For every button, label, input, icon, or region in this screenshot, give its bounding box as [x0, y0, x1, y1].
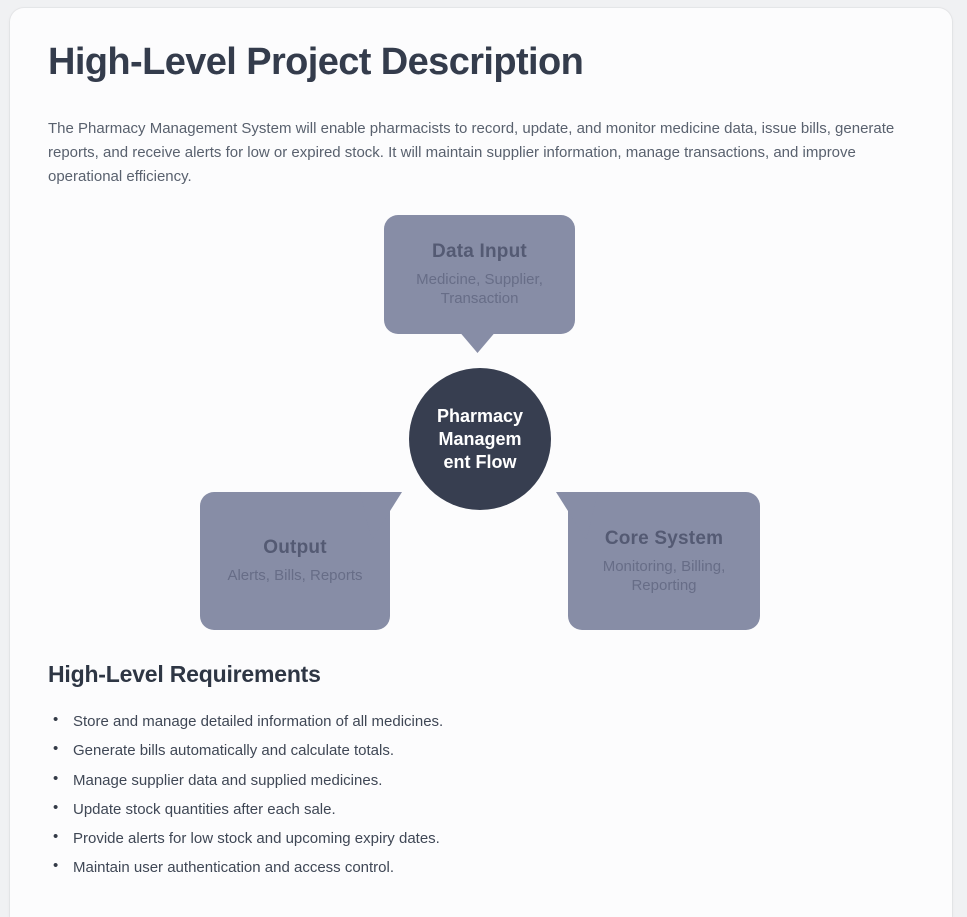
- callout-tail-up-left: [556, 492, 598, 540]
- center-label-line: Pharmacy: [436, 405, 524, 426]
- requirement-item: • Store and manage detailed information …: [48, 711, 444, 730]
- callout-tail-down: [460, 333, 495, 353]
- requirements-list: • Store and manage detailed information …: [48, 711, 444, 877]
- center-label-line: Managem: [438, 428, 522, 449]
- node-subtitle: Medicine, Supplier, Transaction: [416, 271, 543, 307]
- requirement-text: Update stock quantities after each sale.: [73, 800, 336, 818]
- node-subtitle: Alerts, Bills, Reports: [227, 567, 363, 584]
- requirements-heading: High-Level Requirements: [48, 661, 321, 687]
- document-card: High-Level Project Description The Pharm…: [10, 8, 952, 917]
- requirement-text: Store and manage detailed information of…: [73, 713, 444, 730]
- requirement-item: • Update stock quantities after each sal…: [48, 798, 443, 818]
- callout-tail-up-right: [360, 492, 402, 540]
- requirement-text: Provide alerts for low stock and upcomin…: [73, 830, 440, 848]
- bullet-icon: •: [53, 857, 59, 875]
- bullet-icon: •: [53, 798, 59, 816]
- requirement-item: • Generate bills automatically and calcu…: [48, 740, 443, 760]
- requirement-item: • Provide alerts for low stock and upcom…: [48, 828, 443, 848]
- bullet-icon: •: [53, 769, 59, 787]
- diagram-node-core-system: Core System Monitoring, Billing, Reporti…: [556, 492, 760, 630]
- node-subtitle: Monitoring, Billing, Reporting: [602, 557, 726, 594]
- requirements-section: High-Level Requirements • Store and mana…: [48, 661, 443, 890]
- requirement-text: Generate bills automatically and calcula…: [73, 742, 395, 760]
- node-title: Data Input: [432, 241, 527, 262]
- page-title: High-Level Project Description: [48, 41, 584, 83]
- bullet-icon: •: [53, 828, 59, 846]
- bullet-icon: •: [53, 711, 59, 728]
- diagram-center-circle: Pharmacy Managem ent Flow: [409, 368, 551, 510]
- bullet-icon: •: [53, 740, 59, 758]
- requirement-item: • Maintain user authentication and acces…: [48, 857, 443, 877]
- requirement-text: Maintain user authentication and access …: [73, 859, 395, 877]
- center-label-line: ent Flow: [443, 451, 517, 472]
- requirement-text: Manage supplier data and supplied medici…: [73, 771, 383, 789]
- project-description: The Pharmacy Management System will enab…: [48, 120, 895, 185]
- node-title: Output: [263, 537, 327, 558]
- node-title: Core System: [604, 527, 724, 549]
- requirement-item: • Manage supplier data and supplied medi…: [48, 769, 443, 789]
- diagram-node-data-input: Data Input Medicine, Supplier, Transacti…: [384, 215, 575, 353]
- diagram-node-output: Output Alerts, Bills, Reports: [200, 492, 402, 630]
- pharmacy-flow-diagram: Data Input Medicine, Supplier, Transacti…: [10, 207, 952, 638]
